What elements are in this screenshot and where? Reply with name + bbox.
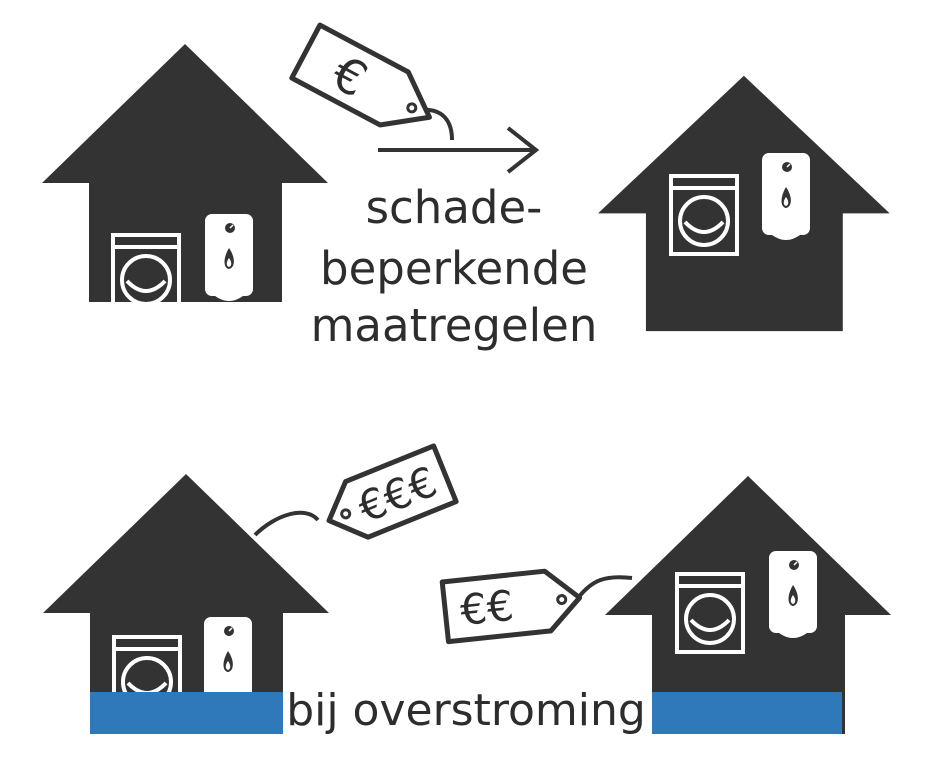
price-tag-icon (289, 22, 432, 128)
water-heater-icon (203, 616, 253, 705)
house-bottom-right (605, 476, 891, 734)
flood-water (652, 692, 842, 734)
price-tag-bottom-left: €€€ (253, 443, 459, 540)
flood-water (90, 692, 283, 734)
caption-bottom: bij overstroming (286, 685, 646, 736)
price-tag-bottom-right: €€ (439, 568, 633, 645)
water-heater-icon (768, 550, 818, 639)
price-label-bottom-left: €€€ (351, 457, 444, 532)
water-heater-icon (204, 213, 254, 302)
house-icon (42, 44, 328, 302)
price-tag-icon (439, 568, 583, 645)
price-tag-top: € (289, 22, 454, 141)
arrow-right-icon (378, 126, 540, 174)
house-icon (598, 75, 890, 332)
price-tag-icon (326, 443, 459, 540)
caption-top-line-3: maatregelen (311, 299, 598, 352)
caption-top-line-2: beperkende (320, 242, 588, 295)
house-top-right (598, 75, 890, 332)
house-bottom-left (43, 474, 329, 734)
water-heater-icon (761, 152, 811, 241)
caption-top-line-1: schade- (366, 181, 543, 234)
house-top-left (42, 44, 328, 315)
price-label-bottom-right: €€ (458, 581, 516, 635)
